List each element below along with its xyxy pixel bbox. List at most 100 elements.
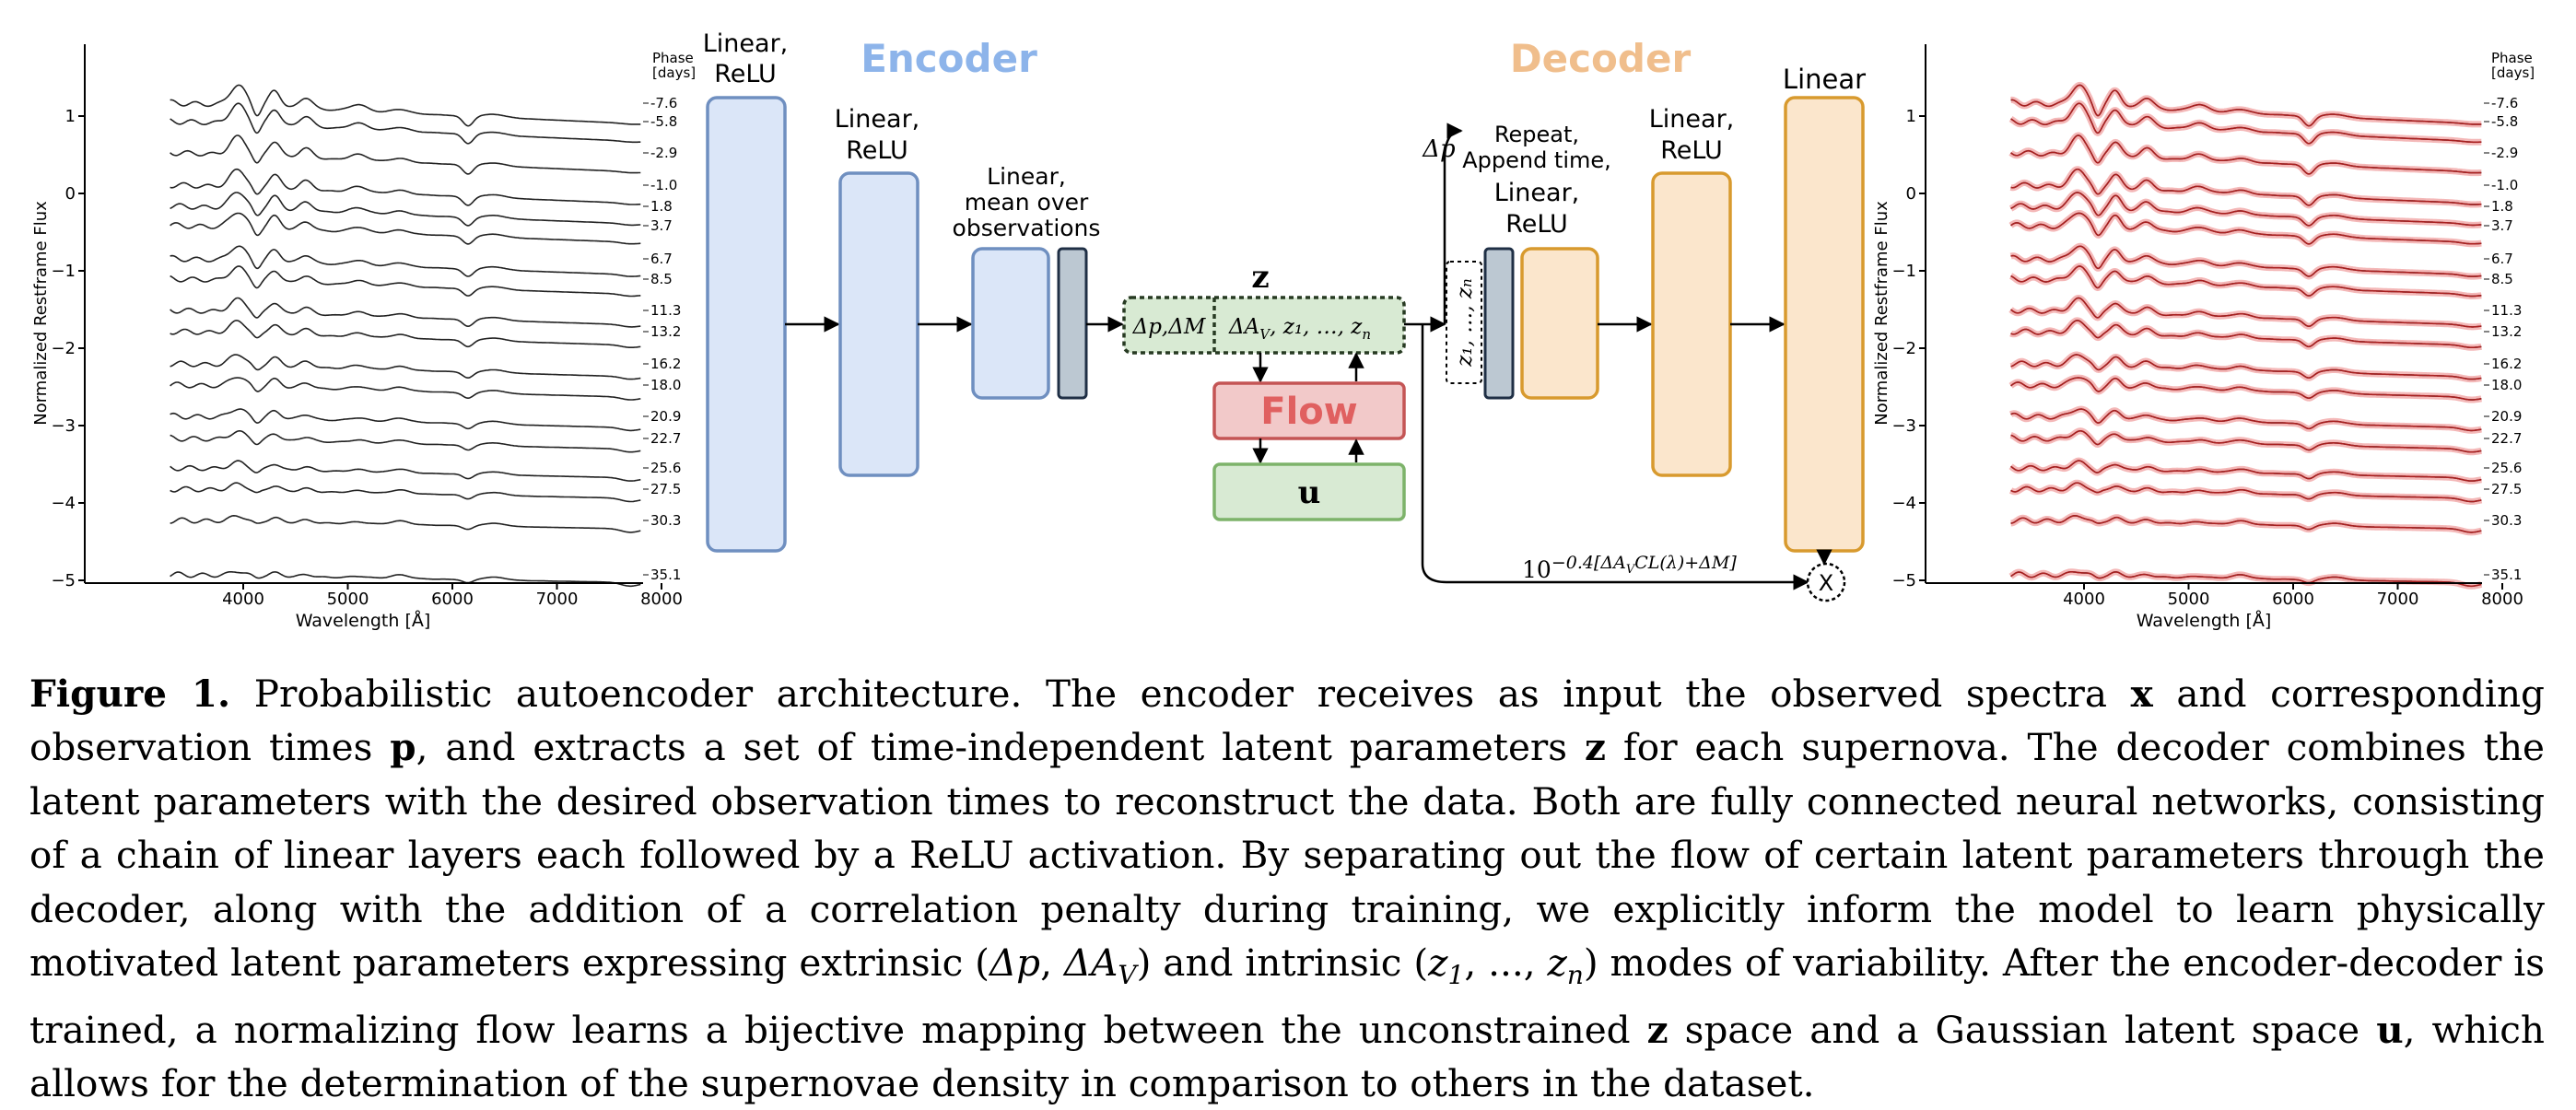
caption-text: ) modes of variability. After the encode…: [29, 941, 2546, 1052]
phase-header-unit: [days]: [2491, 64, 2535, 81]
observed-spectrum: [170, 571, 641, 588]
decoder-title: Decoder: [1510, 36, 1692, 81]
flow-label: Flow: [1260, 391, 1357, 433]
decoder-z-vertical: z₁, …, zn: [1453, 278, 1477, 367]
caption-text: , and extracts a set of time-independent…: [416, 725, 1585, 770]
phase-label: -5.8: [650, 113, 677, 130]
reconstructed-spectrum: [2010, 514, 2482, 533]
observed-spectrum: [170, 168, 641, 206]
encoder-mean-block: [1057, 247, 1088, 400]
reconstructed-spectrum: [2010, 102, 2482, 145]
caption-label: Figure 1.: [29, 672, 231, 716]
phase-label: 22.7: [650, 430, 681, 447]
phase-label: 25.6: [2491, 460, 2522, 476]
phase-label: 27.5: [650, 481, 681, 497]
phase-label: 25.6: [650, 460, 681, 476]
observed-spectrum: [170, 102, 641, 145]
caption-text: ΔA: [1063, 941, 1118, 986]
x-tick-label: 5000: [2168, 590, 2210, 609]
reconstructed-spectrum: [2010, 320, 2482, 348]
x-tick-label: 7000: [536, 590, 579, 609]
phase-label: -7.6: [650, 95, 677, 111]
x-tick-label: 5000: [327, 590, 369, 609]
reconstructed-spectrum: [2010, 212, 2482, 245]
y-tick-label: −2: [51, 339, 76, 358]
phase-label: -1.0: [650, 177, 677, 193]
observed-spectrum: [170, 514, 641, 533]
x-tick-label: 6000: [2272, 590, 2314, 609]
phase-label: -7.6: [2491, 95, 2518, 111]
observed-spectrum: [170, 297, 641, 328]
y-tick-label: −5: [51, 571, 76, 590]
caption-text: Probabilistic autoencoder architecture. …: [230, 672, 2131, 716]
phase-label: -1.0: [2491, 177, 2518, 193]
flow-block: [1212, 381, 1406, 440]
dec1-label-line4: ReLU: [1505, 210, 1568, 239]
enc2-label-line1: Linear,: [835, 105, 920, 134]
decoder-time-block: [1483, 247, 1515, 400]
x-axis-label: Wavelength [Å]: [2137, 610, 2272, 631]
y-tick-label: −1: [51, 262, 76, 281]
y-tick-label: 1: [65, 107, 76, 126]
observed-spectrum: [170, 212, 641, 245]
latent-intrinsic-label: ΔAV, z₁, …, zn: [1228, 315, 1371, 343]
caption-text: , ...,: [1464, 941, 1548, 986]
y-tick-label: −2: [1891, 339, 1916, 358]
enc2-label-line2: ReLU: [846, 136, 908, 165]
phase-label: 20.9: [2491, 408, 2522, 425]
phase-label: 30.3: [650, 512, 681, 529]
u-block: [1212, 462, 1406, 521]
caption-text: 1: [1447, 960, 1465, 991]
reconstructed-spectrum: [2010, 482, 2482, 503]
phase-label: 35.1: [650, 567, 681, 583]
observed-spectrum: [170, 377, 641, 401]
caption-text: ,: [1040, 941, 1064, 986]
observed-spectrum: [170, 482, 641, 503]
caption-text: z: [1547, 941, 1567, 986]
y-tick-label: −3: [1891, 416, 1916, 436]
phase-label: 18.0: [2491, 377, 2522, 393]
dec2-label-line1: Linear,: [1649, 105, 1735, 134]
y-tick-label: −4: [1891, 494, 1916, 513]
recon-band: [2008, 457, 2484, 485]
observed-spectrum: [170, 84, 641, 127]
y-tick-label: −5: [1891, 571, 1916, 590]
dec1-label-line3: Linear,: [1494, 179, 1580, 207]
reconstructed-spectrum: [2010, 134, 2482, 175]
delta-p-label: Δp: [1422, 135, 1456, 163]
dec2-label-line2: ReLU: [1660, 136, 1723, 165]
reconstructed-spectrum: [2010, 430, 2482, 453]
caption-text: z: [1646, 1007, 1669, 1052]
reconstructed-spectrum: [2010, 297, 2482, 328]
reconstructed-spectrum: [2010, 571, 2482, 588]
caption-text: and corresponding observation times: [29, 672, 2545, 770]
phase-label: 13.2: [650, 323, 681, 340]
x-tick-label: 7000: [2377, 590, 2419, 609]
u-label: u: [1298, 474, 1321, 511]
decoder-layer-2: [1651, 171, 1732, 477]
phase-header-unit: [days]: [652, 64, 696, 81]
reconstructed-spectrum: [2010, 245, 2482, 277]
scaling-formula: 10−0.4[ΔAVCL(λ)+ΔM]: [1522, 553, 1737, 583]
phase-label: 8.5: [650, 271, 673, 287]
phase-header: Phase: [2491, 50, 2533, 66]
z-label: z: [1251, 259, 1269, 296]
multiply-node: [1806, 562, 1846, 602]
dec1-label-line1: Repeat,: [1494, 122, 1579, 147]
phase-label: 35.1: [2491, 567, 2522, 583]
y-tick-label: −3: [51, 416, 76, 436]
phase-label: -5.8: [2491, 113, 2518, 130]
dec1-label-line2: Append time,: [1462, 147, 1611, 173]
y-tick-label: −4: [51, 494, 76, 513]
observed-spectrum: [170, 265, 641, 298]
reconstructed-spectrum: [2010, 354, 2482, 380]
phase-label: 1.8: [650, 198, 673, 215]
encoder-title: Encoder: [861, 36, 1037, 81]
caption-text: V: [1118, 960, 1137, 991]
observed-spectrum: [170, 460, 641, 482]
x-tick-label: 8000: [2481, 590, 2523, 609]
caption-text: p: [390, 725, 416, 770]
enc1-label-line1: Linear,: [703, 29, 789, 58]
x-tick-label: 6000: [431, 590, 474, 609]
